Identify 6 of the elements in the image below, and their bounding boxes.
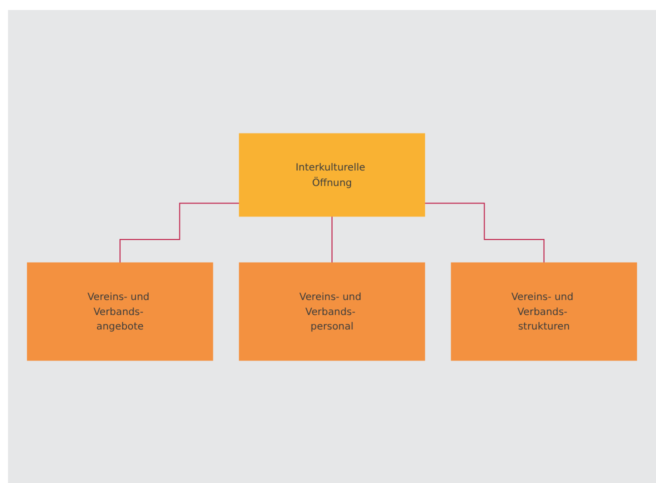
node-box: Vereins- und Verbands- angebote — [26, 262, 214, 360]
node-box: Vereins- und Verbands- strukturen — [450, 262, 638, 360]
connector — [424, 202, 544, 263]
node-box: Interkulturelle Öffnung — [238, 132, 426, 216]
node-box: Vereins- und Verbands- personal — [238, 262, 426, 360]
connector — [120, 202, 240, 263]
